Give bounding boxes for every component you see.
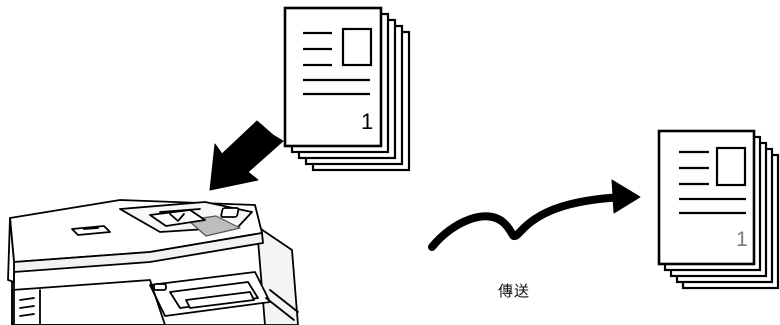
source-image-placeholder [341, 27, 373, 67]
source-page-front [283, 6, 383, 148]
feed-arrow [209, 120, 284, 191]
destination-image-placeholder [715, 146, 747, 187]
output-tray-paper [185, 291, 255, 309]
transmission-label: 傳送 [498, 282, 531, 300]
feeder-guide [149, 209, 206, 227]
printer-diagonal-detail [269, 289, 299, 313]
feeder-guide-arrow [169, 213, 185, 222]
lid-handle-detail [83, 227, 99, 230]
lid-handle [71, 225, 111, 236]
transmission-arrow-head [611, 179, 641, 214]
feeder-button [220, 207, 240, 218]
printer-front-lower [11, 279, 166, 325]
transmission-arrow-shaft [428, 193, 628, 251]
multifunction-printer [7, 199, 299, 325]
destination-page-front [657, 129, 756, 266]
source-document-stack [283, 6, 411, 172]
destination-page-number: 1 [736, 228, 748, 251]
feeder-guide-line [159, 208, 201, 213]
printer-vent-line [19, 305, 35, 309]
destination-document-stack [657, 129, 780, 290]
printer-diagonal-detail [265, 297, 295, 321]
status-indicator [153, 283, 167, 291]
printer-vent-line [19, 297, 35, 301]
transmission-arrow [428, 179, 641, 251]
source-page-number: 1 [361, 109, 373, 134]
printer-vent-line [19, 313, 35, 317]
